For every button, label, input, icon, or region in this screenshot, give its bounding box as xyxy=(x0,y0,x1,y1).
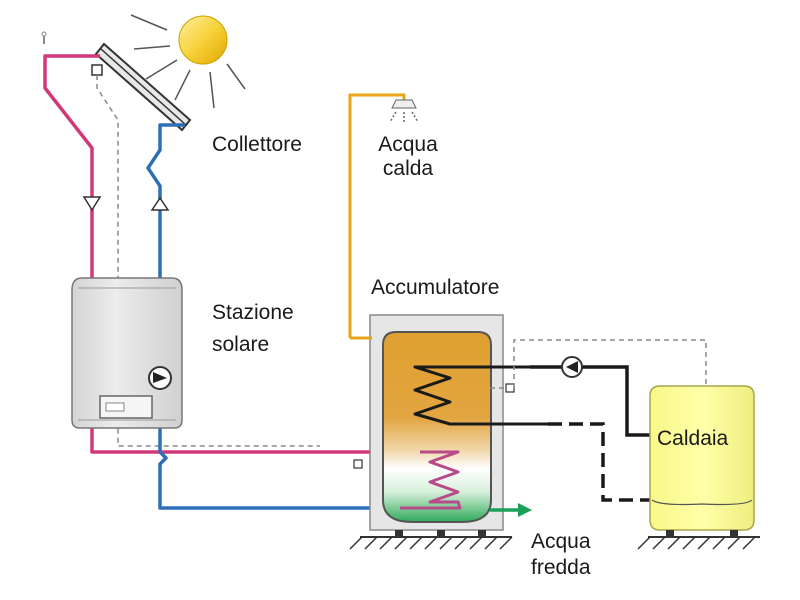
solar-flow-pipe xyxy=(43,54,420,454)
solar-station-label-line2: solare xyxy=(212,333,270,356)
storage-label: Accumulatore xyxy=(371,276,500,299)
hot-water-label-line2: calda xyxy=(382,157,434,180)
solar-collector xyxy=(91,42,192,132)
shower-head-icon xyxy=(389,99,419,124)
storage-tank xyxy=(350,314,504,531)
boiler-return-pipe xyxy=(548,422,650,502)
solar-station xyxy=(71,277,183,429)
boiler-label: Caldaia xyxy=(657,427,729,450)
boiler-coil xyxy=(413,365,548,426)
flow-down-arrow-icon xyxy=(82,196,102,212)
cold-water-label-line1: Acqua xyxy=(531,530,591,553)
hot-water-label-line1: Acqua xyxy=(378,133,438,156)
tank-ground xyxy=(349,530,513,550)
collector-label: Collettore xyxy=(212,133,302,156)
hot-water-pipe xyxy=(348,93,406,338)
collector-sensor-line xyxy=(96,75,320,447)
boiler xyxy=(649,385,755,536)
solar-station-label-line1: Stazione xyxy=(212,301,294,324)
cold-water-label-line2: fredda xyxy=(531,556,591,579)
boiler-ground xyxy=(637,536,760,550)
sun-icon xyxy=(130,14,246,109)
flow-up-arrow-icon xyxy=(150,196,170,211)
boiler-control-line xyxy=(490,339,707,389)
cold-water-arrow-icon xyxy=(518,503,532,517)
solar-coil xyxy=(400,450,462,510)
